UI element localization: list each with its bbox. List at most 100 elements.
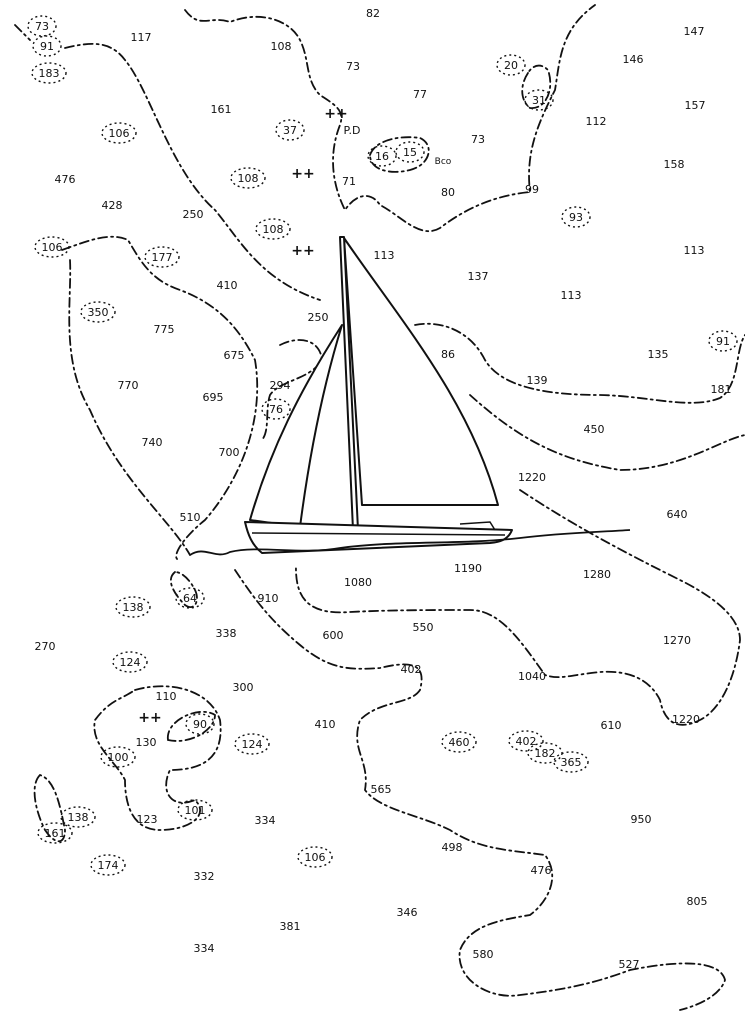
contour-line — [261, 339, 323, 441]
depth-sounding: 294 — [270, 379, 291, 392]
shoal-ring — [80, 301, 116, 323]
contour-line — [414, 322, 745, 404]
shoal-ring — [395, 141, 425, 163]
wreck-marker-icon: ++ — [324, 106, 347, 122]
depth-sounding: 135 — [648, 348, 669, 361]
depth-sounding: 1190 — [454, 562, 482, 575]
depth-sounding: 775 — [154, 323, 175, 336]
cabin — [459, 521, 496, 531]
sounding-rings — [27, 15, 738, 876]
shoal-ring — [32, 35, 62, 57]
contour-line — [184, 4, 596, 232]
depth-sounding: 476 — [531, 864, 552, 877]
depth-sounding: 1040 — [518, 670, 546, 683]
depth-sounding: 73 — [471, 133, 485, 146]
depth-sounding: 428 — [102, 199, 123, 212]
depth-sounding: 124 — [120, 656, 141, 669]
shoal-ring — [34, 236, 70, 258]
shoal-ring — [553, 751, 589, 773]
shoal-ring — [101, 122, 137, 144]
shoal-ring — [90, 854, 126, 876]
depth-sounding: 117 — [131, 31, 152, 44]
shoal-ring — [60, 806, 96, 828]
depth-sounding: 123 — [137, 813, 158, 826]
depth-sounding: 90 — [193, 718, 207, 731]
depth-sounding: 20 — [504, 59, 518, 72]
depth-sounding: 80 — [441, 186, 455, 199]
shoal-ring — [261, 398, 291, 420]
depth-sounding: 460 — [449, 736, 470, 749]
wreck-marker-icon: ++ — [138, 710, 161, 726]
depth-sounding: 76 — [269, 403, 283, 416]
depth-sounding: 950 — [631, 813, 652, 826]
depth-sounding: 108 — [263, 223, 284, 236]
depth-sounding: 580 — [473, 948, 494, 961]
water-line — [189, 529, 631, 556]
contour-line — [469, 394, 745, 471]
hull — [244, 521, 513, 554]
shoal-ring — [230, 167, 266, 189]
shoal-ring — [175, 587, 205, 609]
depth-sounding: 93 — [569, 211, 583, 224]
depth-sounding: 610 — [601, 719, 622, 732]
depth-sounding: 381 — [280, 920, 301, 933]
depth-contours — [14, 4, 745, 1011]
contour-line — [295, 489, 741, 726]
depth-sounding: 130 — [136, 736, 157, 749]
depth-sounding: 527 — [619, 958, 640, 971]
shoal-ring — [255, 218, 291, 240]
shoal-ring — [708, 330, 738, 352]
depth-sounding: 910 — [258, 592, 279, 605]
wreck-marker-icon: ++ — [291, 166, 314, 182]
depth-sounding: 77 — [413, 88, 427, 101]
contour-line — [234, 569, 726, 1011]
contour-line — [521, 64, 552, 109]
shoal-ring — [112, 651, 148, 673]
depth-sounding: 1080 — [344, 576, 372, 589]
depth-sounding: 161 — [211, 103, 232, 116]
depth-sounding: 108 — [271, 40, 292, 53]
depth-sounding: 181 — [711, 383, 732, 396]
shoal-ring — [177, 799, 213, 821]
depth-sounding: 270 — [35, 640, 56, 653]
depth-sounding: 37 — [283, 124, 297, 137]
deck-line — [251, 532, 506, 536]
shoal-ring — [508, 730, 544, 752]
depth-sounding: 334 — [255, 814, 276, 827]
depth-sounding: 346 — [397, 906, 418, 919]
depth-sounding: 550 — [413, 621, 434, 634]
shoal-ring — [144, 246, 180, 268]
depth-sounding: 113 — [561, 289, 582, 302]
depth-sounding: 138 — [123, 601, 144, 614]
depth-sounding: 86 — [441, 348, 455, 361]
shoal-ring — [37, 822, 73, 844]
depth-sounding: 600 — [323, 629, 344, 642]
contour-line — [170, 571, 198, 608]
wreck-marker-icon: ++ — [291, 243, 314, 259]
depth-sounding: 675 — [224, 349, 245, 362]
depth-sounding: 99 — [525, 183, 539, 196]
shoal-ring — [367, 145, 397, 167]
shoal-ring — [100, 746, 136, 768]
depth-sounding: 510 — [180, 511, 201, 524]
contour-line — [167, 710, 216, 742]
shoal-ring — [561, 206, 591, 228]
depth-sounding: 402 — [401, 663, 422, 676]
depth-sounding: 147 — [684, 25, 705, 38]
depth-sounding: 410 — [217, 279, 238, 292]
sailboat-illustration — [189, 236, 631, 556]
depth-sounding: 250 — [308, 311, 329, 324]
depth-sounding: 177 — [152, 251, 173, 264]
shoal-ring — [27, 15, 57, 37]
depth-sounding: 1220 — [672, 713, 700, 726]
depth-sounding: 106 — [305, 851, 326, 864]
shoal-ring — [524, 89, 554, 111]
depth-sounding: 498 — [442, 841, 463, 854]
label-pd: P.D — [344, 124, 361, 137]
depth-sounding: 770 — [118, 379, 139, 392]
depth-sounding: 300 — [233, 681, 254, 694]
depth-sounding: 137 — [468, 270, 489, 283]
depth-sounding: 332 — [194, 870, 215, 883]
depth-sounding: 805 — [687, 895, 708, 908]
